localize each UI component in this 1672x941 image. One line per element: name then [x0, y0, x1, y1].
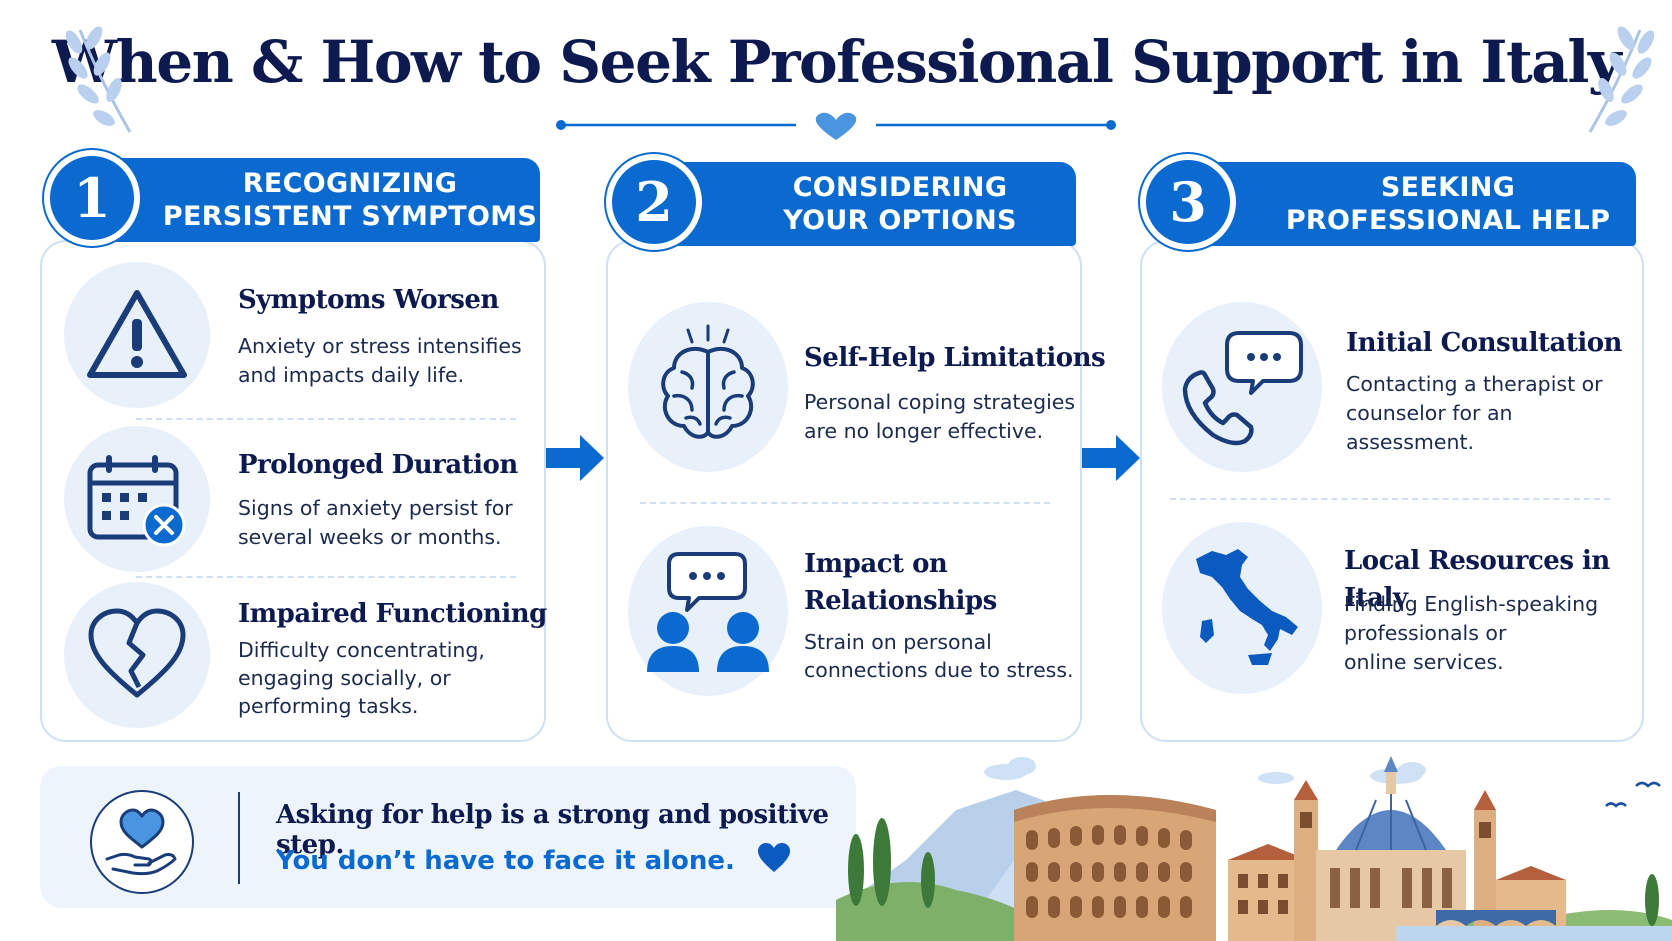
item-icon-circle	[64, 262, 210, 408]
item-icon-circle	[1162, 522, 1322, 694]
italy-map-icon	[1196, 549, 1298, 665]
item-divider	[136, 576, 516, 578]
step-3-badge: 3	[1140, 154, 1236, 250]
encouragement-banner: Asking for help is a strong and positive…	[40, 766, 856, 908]
item-divider	[136, 418, 516, 420]
italy-landmarks-illustration	[836, 756, 1672, 941]
item-title: Prolonged Duration	[238, 450, 518, 480]
banner-message-line2: You don’t have to face it alone.	[276, 842, 792, 876]
broken-heart-icon	[88, 608, 186, 698]
step-3-header-line2: PROFESSIONAL HELP	[1285, 205, 1611, 236]
laurel-left-icon	[65, 26, 132, 133]
arrow-right-icon	[546, 435, 604, 481]
item-divider	[640, 502, 1050, 504]
item-description: Difficulty concentrating,engaging social…	[238, 638, 485, 718]
item-title: Self-Help Limitations	[804, 343, 1106, 373]
page-title: When & How to Seek Professional Support …	[51, 28, 1622, 96]
item-icon-circle	[628, 526, 788, 696]
heart-hand-icon-circle	[90, 790, 194, 894]
brain-icon	[661, 324, 755, 439]
banner-message-line1: Asking for help is a strong and positive…	[276, 800, 829, 860]
heart-icon	[758, 843, 790, 872]
item-icon-circle	[628, 302, 788, 472]
people-chat-icon	[647, 552, 769, 672]
step-1-header-line1: RECOGNIZING	[242, 168, 458, 199]
step-2-header-line2: YOUR OPTIONS	[783, 205, 1017, 236]
item-title: Symptoms Worsen	[238, 285, 499, 315]
phone-chat-icon	[1182, 331, 1303, 446]
step-3-header-line1: SEEKING	[1380, 172, 1516, 203]
arrow-right-icon	[1082, 435, 1140, 481]
heart-hand-icon	[105, 808, 177, 876]
title-divider	[556, 112, 1116, 140]
item-divider	[1170, 498, 1610, 500]
step-1-badge: 1	[44, 150, 140, 246]
item-title: Local Resources in Italy	[1344, 546, 1610, 613]
item-icon-circle	[64, 426, 210, 572]
item-title: Initial Consultation	[1346, 328, 1622, 358]
item-icon-circle	[1162, 302, 1322, 472]
calendar-x-icon	[87, 455, 186, 547]
banner-divider	[238, 792, 240, 884]
item-title: Impaired Functioning	[238, 599, 547, 629]
step-1-header-line2: PERSISTENT SYMPTOMS	[162, 201, 538, 232]
item-icon-circle	[64, 582, 210, 728]
step-2-header-line1: CONSIDERING	[792, 172, 1008, 203]
step-2-badge: 2	[606, 154, 702, 250]
laurel-right-icon	[1588, 26, 1655, 133]
warning-icon	[87, 290, 187, 378]
